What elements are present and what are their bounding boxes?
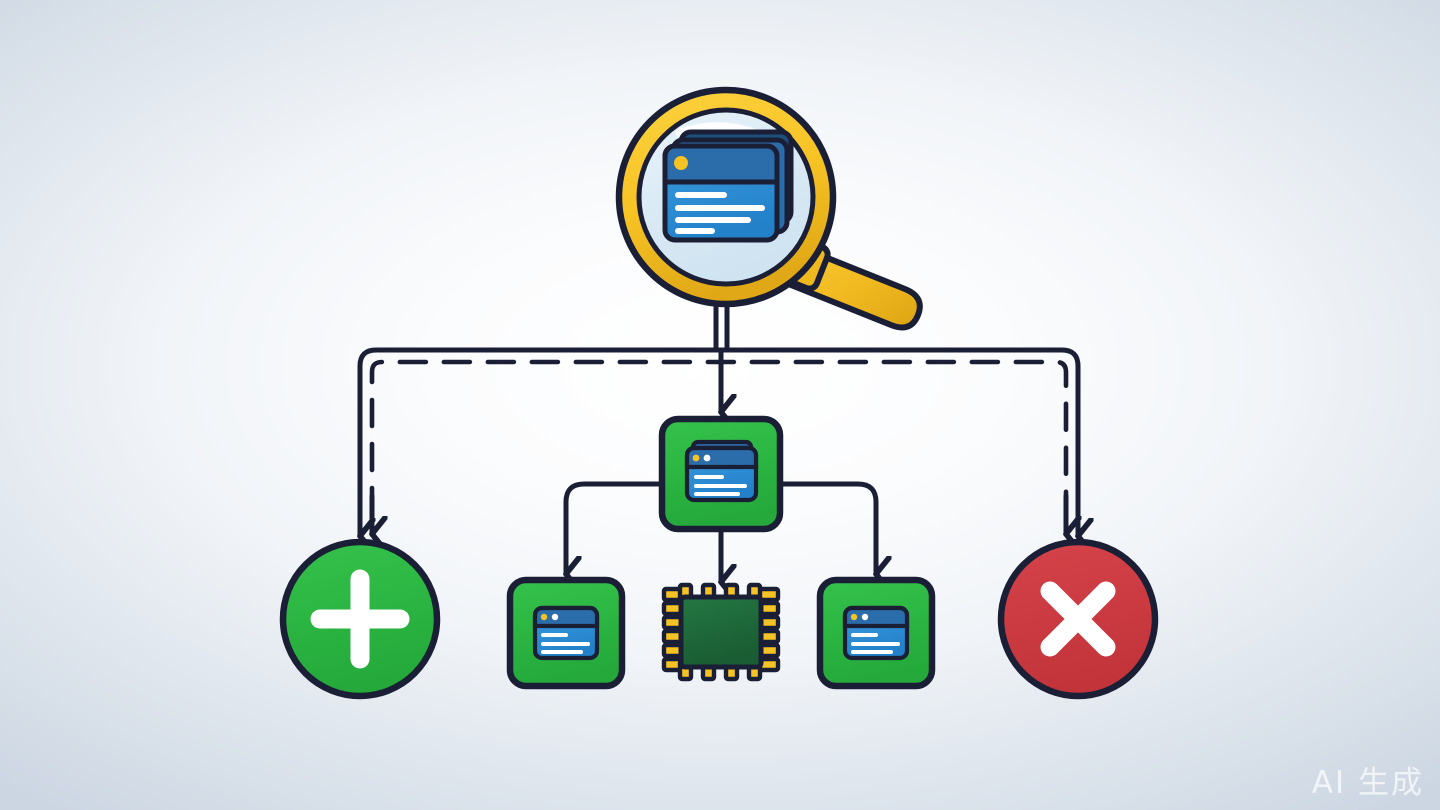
- mid-to-left-child-arrow: [566, 481, 665, 574]
- window-dot-yellow-icon: [850, 613, 858, 621]
- window-dot-yellow-icon: [540, 613, 548, 621]
- window-node-left[interactable]: [506, 576, 626, 690]
- window-icon: [842, 605, 910, 661]
- mid-to-right-child-arrow: [777, 481, 876, 574]
- window-dot-white-icon: [703, 454, 711, 462]
- window-node-right[interactable]: [816, 576, 936, 690]
- plus-icon: [310, 569, 410, 669]
- window-dot-white-icon: [861, 613, 869, 621]
- window-dot-yellow-icon: [674, 156, 688, 170]
- window-stack-icon: [662, 129, 794, 243]
- connector-layer: [360, 297, 1078, 582]
- window-dot-yellow-icon: [692, 454, 700, 462]
- chip-node[interactable]: [661, 582, 781, 682]
- window-icon: [532, 605, 600, 661]
- window-node-main[interactable]: [658, 415, 784, 533]
- window-icon: [684, 439, 759, 503]
- add-node[interactable]: [279, 538, 441, 700]
- cpu-chip-icon: [661, 582, 781, 682]
- magnifier-node[interactable]: [615, 86, 923, 331]
- close-node[interactable]: [997, 538, 1159, 700]
- x-icon: [1040, 581, 1116, 657]
- window-dot-white-icon: [551, 613, 559, 621]
